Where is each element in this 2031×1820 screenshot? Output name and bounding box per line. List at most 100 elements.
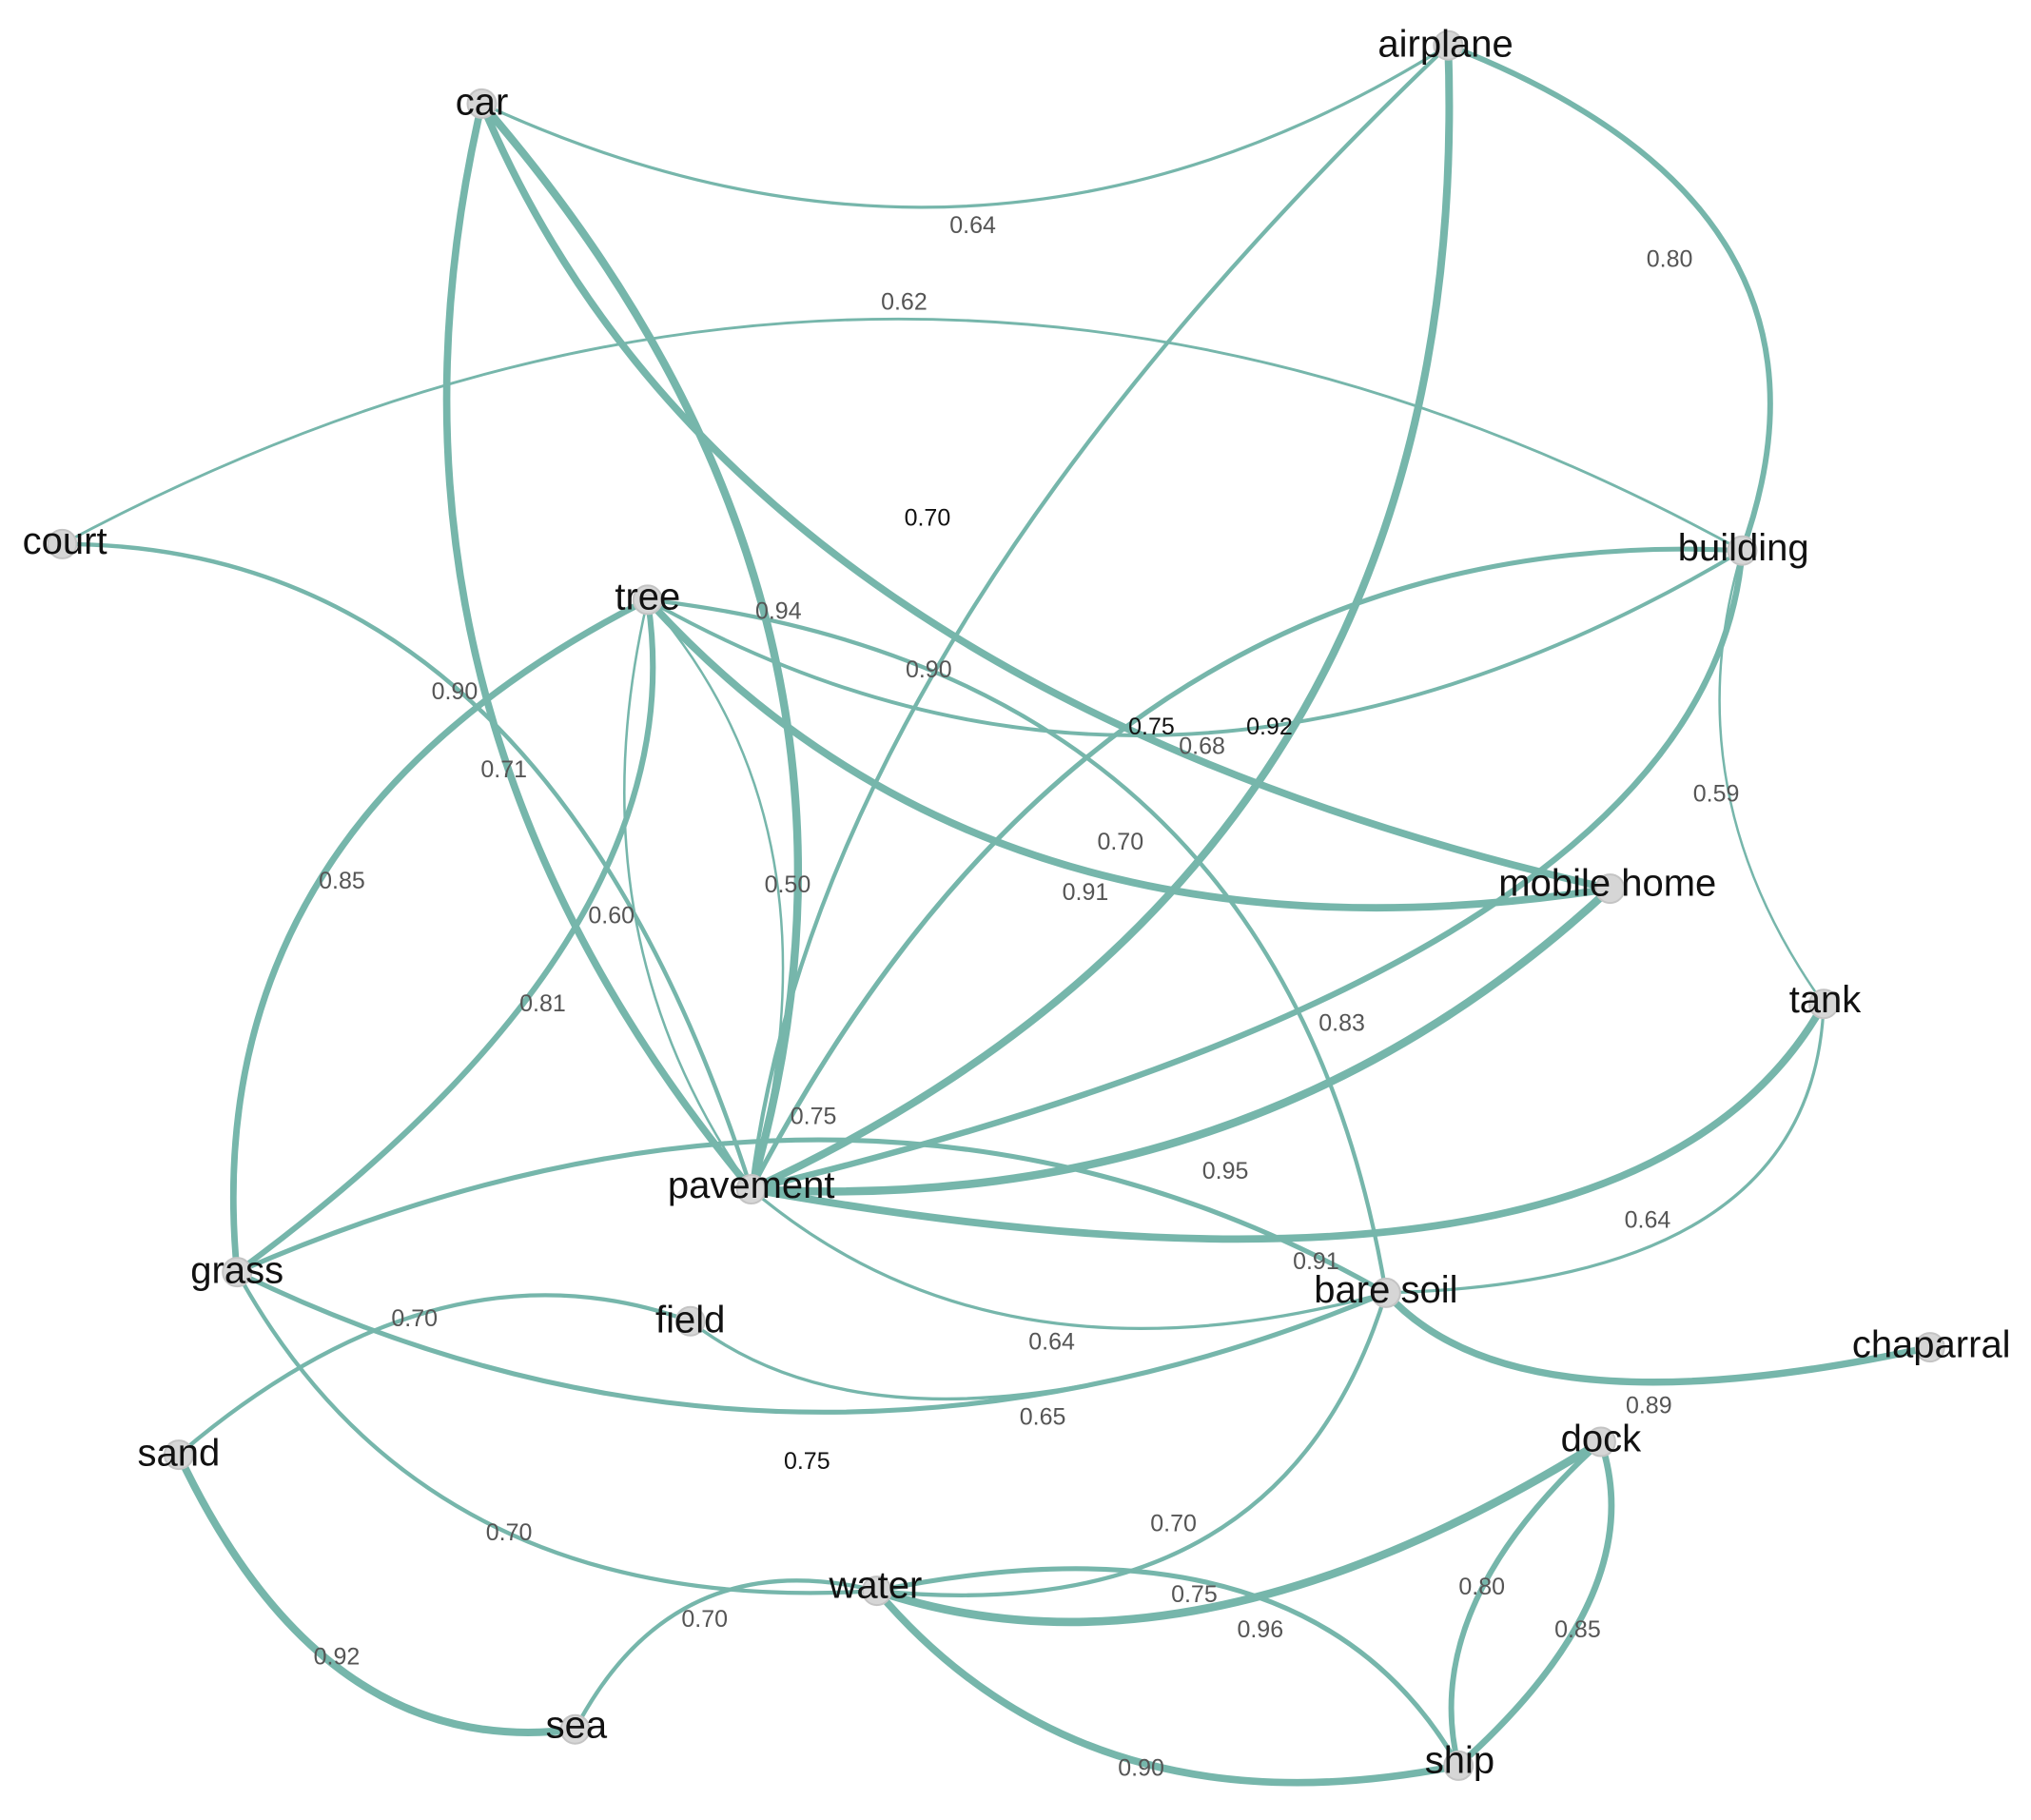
edge-dock-ship (1455, 1438, 1615, 1770)
edge-weight-label: 0.65 (1020, 1404, 1066, 1431)
node-sea (559, 1713, 591, 1745)
edge-grass-bare_soil (234, 1137, 1389, 1296)
edge-weight-label: 0.70 (905, 505, 951, 532)
node-label-car: car (456, 82, 509, 124)
edge-building-pavement (748, 547, 1746, 1193)
edge-weight-label: 0.75 (784, 1448, 830, 1475)
node-label-court: court (23, 520, 107, 562)
edge-building-tree (645, 548, 1745, 737)
edge-weight-label: 0.91 (1293, 1248, 1339, 1275)
edge-weight-label: 0.59 (1693, 781, 1740, 808)
edge-weight-label: 0.90 (906, 656, 952, 683)
edge-building-tank (1718, 549, 1826, 1006)
node-label-tree: tree (615, 577, 680, 618)
node-field (674, 1305, 706, 1337)
edge-tree-pavement (623, 598, 752, 1191)
node-water (861, 1575, 892, 1607)
edge-pavement-bare_soil (750, 1187, 1388, 1330)
edge-weight-label: 0.96 (1237, 1616, 1283, 1643)
edge-weight-label: 0.89 (1626, 1392, 1672, 1419)
edge-sand-field (176, 1293, 693, 1458)
edge-sea-water (573, 1578, 879, 1732)
node-mobile-home (1594, 873, 1626, 905)
edge-weight-label: 0.75 (791, 1104, 837, 1130)
edge-weight-label: 0.92 (314, 1644, 361, 1671)
edge-weight-label: 0.50 (765, 871, 811, 898)
edge-weight-label: 0.70 (486, 1519, 533, 1546)
edge-weight-label: 0.70 (1150, 1510, 1197, 1536)
node-airplane (1433, 29, 1464, 61)
edge-building-pavement (749, 546, 1745, 1192)
node-label-ship: ship (1425, 1739, 1494, 1781)
node-grass (222, 1257, 253, 1288)
edge-weight-label: 0.64 (1028, 1329, 1075, 1356)
edge-weight-label: 0.80 (1458, 1574, 1505, 1600)
edge-weight-label: 0.90 (1118, 1755, 1164, 1782)
edge-tree-grass (234, 597, 656, 1276)
node-chaparral (1914, 1332, 1945, 1363)
edge-sand-sea (174, 1451, 579, 1736)
node-label-water: water (828, 1565, 922, 1607)
edge-weight-label: 0.94 (755, 598, 802, 625)
node-label-sand: sand (138, 1433, 221, 1475)
edge-bare_soil-chaparral (1382, 1289, 1934, 1386)
edge-water-ship (872, 1587, 1463, 1787)
edge-weight-label: 0.90 (432, 678, 478, 705)
edge-weight-label: 0.75 (1171, 1581, 1218, 1608)
edge-weight-label: 0.83 (1318, 1010, 1365, 1037)
edge-grass-water (235, 1269, 879, 1595)
edge-weight-label: 0.64 (949, 212, 996, 239)
node-bare-soil (1370, 1277, 1401, 1308)
edge-car-pavement (442, 100, 755, 1193)
node-ship (1443, 1750, 1474, 1781)
edge-weight-label: 0.62 (881, 288, 928, 315)
edge-field-bare_soil (689, 1291, 1388, 1401)
node-court (47, 528, 78, 559)
edge-tank-bare_soil (1384, 1002, 1826, 1295)
edge-court-building (60, 317, 1744, 553)
edge-weight-label: 0.70 (391, 1305, 438, 1332)
edge-mobile_home-pavement (747, 884, 1614, 1196)
node-label-airplane: airplane (1377, 23, 1513, 65)
node-car (466, 88, 498, 119)
node-label-bare-soil: bare soil (1314, 1269, 1457, 1311)
edge-court-pavement (60, 541, 753, 1192)
edge-weight-label: 0.95 (1202, 1158, 1249, 1184)
edge-weight-label: 0.85 (1554, 1616, 1601, 1643)
node-sand (163, 1439, 194, 1471)
edge-bare_soil-water (874, 1290, 1389, 1597)
edge-labels-layer: 0.64 0.80 0.70 0.92 0.62 0.71 0.90 0.94 0.90 0.68… (314, 212, 1740, 1782)
edge-tree-bare_soil (645, 597, 1389, 1296)
edge-car-pavement (478, 99, 803, 1194)
edge-airplane-building (1445, 42, 1773, 554)
edge-tree-pavement (646, 598, 785, 1191)
node-dock (1585, 1426, 1616, 1458)
node-label-grass: grass (190, 1250, 283, 1292)
node-label-sea: sea (546, 1705, 608, 1747)
edge-weight-label: 0.92 (1246, 714, 1293, 740)
edge-airplane-pavement (747, 41, 1454, 1193)
node-building (1727, 535, 1758, 566)
edge-grass-bare_soil (234, 1269, 1389, 1415)
edge-weight-label: 0.70 (681, 1606, 728, 1633)
nodes-layer (47, 29, 1945, 1781)
edge-weight-label: 0.70 (1097, 829, 1143, 855)
node-label-pavement: pavement (668, 1164, 835, 1206)
node-label-dock: dock (1561, 1419, 1642, 1460)
edge-weight-label: 0.75 (1128, 714, 1175, 740)
node-label-tank: tank (1789, 979, 1863, 1021)
node-label-building: building (1678, 527, 1809, 569)
edge-weight-label: 0.80 (1647, 245, 1693, 272)
node-pavement (735, 1174, 767, 1204)
edge-tree-mobile_home (643, 596, 1614, 912)
edge-tank-pavement (747, 1000, 1828, 1243)
node-tree (632, 584, 663, 616)
node-tank (1808, 988, 1840, 1020)
edge-weight-label: 0.91 (1063, 879, 1109, 906)
edge-weight-label: 0.71 (480, 756, 527, 783)
edge-weight-label: 0.68 (1179, 733, 1225, 759)
node-label-field: field (655, 1300, 725, 1341)
edge-dock-ship (1448, 1438, 1604, 1769)
